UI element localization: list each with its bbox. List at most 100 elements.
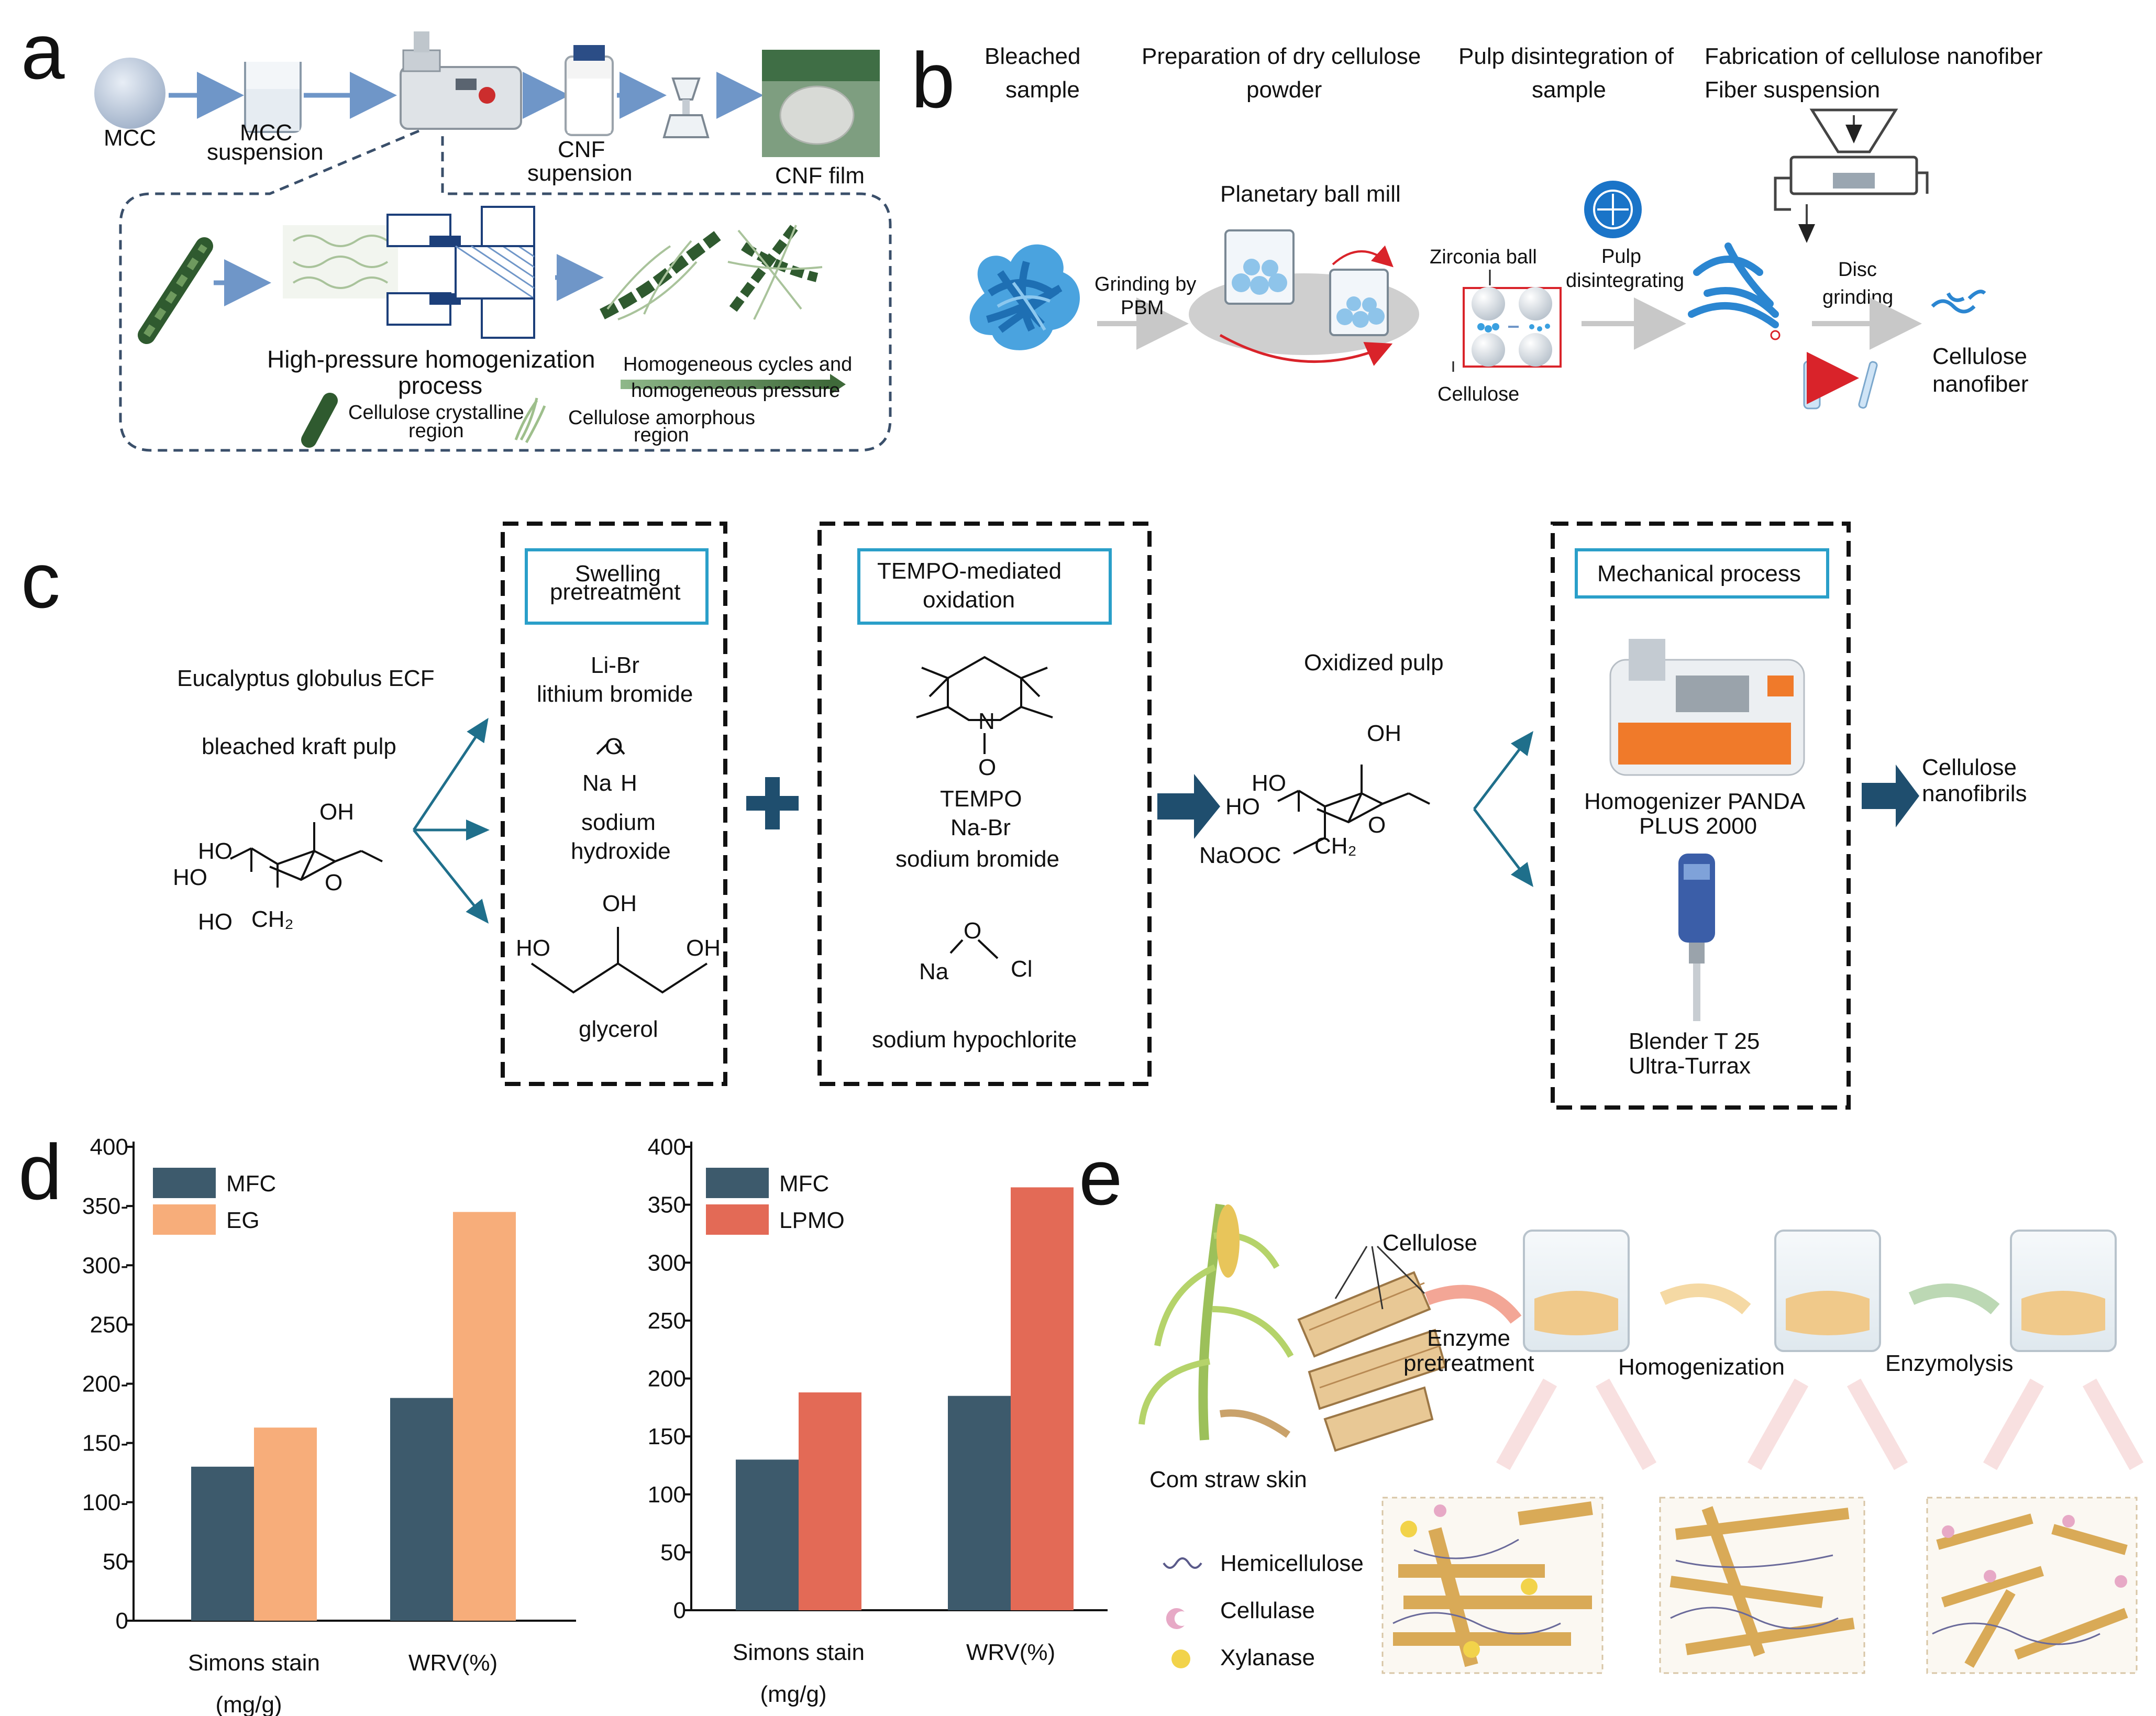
chem-ho: HO — [173, 865, 207, 890]
mechanical-dashed-box — [1551, 522, 1851, 1110]
y-tick-label: 150- — [82, 1431, 128, 1456]
source-label-2: bleached kraft pulp — [202, 734, 396, 759]
zirconia-ball-label: Zirconia ball — [1430, 246, 1537, 268]
amorphous-region-icon — [514, 397, 546, 444]
xylanase-icon — [1171, 1649, 1190, 1668]
chem-o: O — [964, 918, 981, 944]
tempo-label: TEMPO — [940, 786, 1022, 812]
chem-na: Na — [919, 959, 949, 984]
homogenizer-label-1: Homogenizer PANDA — [1584, 789, 1806, 814]
blender-label-1: Blender T 25 — [1629, 1028, 1760, 1054]
chem-o: O — [978, 755, 996, 780]
cellulose-fiber-icon — [138, 237, 213, 344]
hypochlorite-label: sodium hypochlorite — [872, 1027, 1077, 1053]
y-tick-label: 350 — [648, 1192, 686, 1218]
chem-oh: OH — [319, 799, 354, 825]
legend-cellulase: Cellulase — [1220, 1598, 1315, 1623]
homogenizer-panda-photo — [1609, 639, 1805, 776]
plus-icon — [746, 777, 799, 829]
y-tick-label: 250 — [90, 1312, 128, 1337]
b-heading-4-line-2: Fiber suspension — [1705, 77, 1880, 103]
tempo-title-box — [857, 548, 1112, 625]
chem-o: O — [1368, 812, 1386, 838]
legend-label: LPMO — [779, 1208, 845, 1233]
legend-hemicellulose: Hemicellulose — [1220, 1551, 1364, 1576]
x-category-label: WRV(%) — [408, 1650, 497, 1676]
glucose-unit-structure — [230, 822, 383, 888]
y-tick-label: 200 — [648, 1366, 686, 1392]
homogenization-valve-diagram — [283, 206, 535, 339]
mechanical-title: Mechanical process — [1597, 561, 1801, 586]
planetary-ball-mill-diagram — [1189, 229, 1419, 366]
y-tick-label: 100- — [82, 1490, 128, 1515]
nabr-2: sodium bromide — [895, 846, 1059, 872]
mechanical-title-box — [1575, 548, 1829, 599]
pulp-disintegrator-icon — [1584, 181, 1642, 238]
chem-ho: HO — [1252, 770, 1286, 796]
panel-b-label: b — [911, 36, 955, 124]
disintegrated-fibers-icon — [1688, 242, 1781, 340]
y-tick-label: 300- — [82, 1253, 128, 1278]
cnf-bottle-icon — [565, 45, 614, 136]
libr-1: Li-Br — [591, 652, 639, 678]
y-tick-label: 100 — [648, 1482, 686, 1508]
legend-xylanase: Xylanase — [1220, 1645, 1315, 1670]
amorphous-label-1: Cellulose amorphous — [568, 407, 755, 429]
legend-swatch — [153, 1168, 216, 1198]
grinding-label-2: PBM — [1121, 297, 1164, 319]
y-tick-label: 50 — [103, 1549, 128, 1575]
chem-na: Na — [582, 770, 612, 796]
crystalline-label-1: Cellulose crystalline — [348, 402, 524, 424]
fiber-detail-3 — [1926, 1497, 2138, 1674]
homog-cycles-label-2: homogeneous pressure — [631, 380, 840, 402]
pulp-label-2: disintegrating — [1566, 270, 1684, 292]
mcc-suspension-label-2: suspension — [207, 139, 324, 165]
glycerol-structure — [530, 927, 708, 994]
legend-swatch — [153, 1204, 216, 1235]
tempo-structure — [916, 656, 1053, 754]
mcc-powder-icon — [94, 58, 165, 129]
panel-c-label: c — [21, 536, 60, 624]
bar-mfc-wrv — [948, 1396, 1011, 1610]
y-tick-label: 0 — [116, 1608, 128, 1634]
x-category-label: Simons stain — [188, 1650, 320, 1676]
legend-e: Hemicellulose Cellulase Xylanase — [1163, 1551, 1364, 1670]
tempo-title-1: TEMPO-mediated — [877, 558, 1062, 584]
mcc-label: MCC — [104, 125, 156, 151]
panel-e: e Cellulose Enzyme pretreatment Homogeni… — [1079, 1133, 2144, 1674]
product-label-1: Cellulose — [1922, 755, 2017, 780]
blender-photo — [1678, 854, 1715, 1021]
corn-straw-label: Com straw skin — [1149, 1467, 1307, 1492]
panel-e-label: e — [1079, 1133, 1122, 1221]
crystalline-region-icon — [301, 393, 338, 448]
b-heading-2-line-2: powder — [1246, 77, 1322, 103]
process-arrow-big — [1862, 765, 1919, 827]
enzyme-label-1: Enzyme — [1427, 1325, 1510, 1351]
chem-ch2: CH₂ — [1314, 833, 1357, 859]
chem-o: O — [325, 870, 342, 895]
legend-swatch — [706, 1168, 769, 1198]
chem-cl: Cl — [1011, 956, 1033, 982]
cnf-label-2: nanofiber — [1932, 371, 2028, 397]
tempo-title-2: oxidation — [923, 587, 1015, 613]
libr-2: lithium bromide — [537, 681, 693, 707]
y-tick-label: 50 — [660, 1540, 686, 1565]
legend-label: MFC — [779, 1171, 829, 1197]
bar-mfc-simons-stain — [191, 1466, 254, 1621]
hp-process-label-1: High-pressure homogenization — [267, 346, 595, 373]
panel-b: b Bleached sample Preparation of dry cel… — [911, 36, 2043, 409]
cellulose-nanofiber-icon — [1931, 290, 1986, 314]
oxidized-glucose-structure — [1277, 765, 1430, 855]
fiber-detail-1 — [1381, 1497, 1604, 1674]
cnf-film-photo — [762, 50, 880, 157]
beaker-3 — [1983, 1230, 2144, 1470]
swelling-dashed-box — [501, 522, 727, 1086]
enzyme-label-2: pretreatment — [1403, 1350, 1534, 1376]
legend-swatch — [706, 1204, 769, 1235]
disc-label-1: Disc — [1838, 259, 1877, 281]
disc-grinder-icon — [1774, 108, 1929, 243]
chem-oh: OH — [602, 891, 637, 916]
y-tick-label: 300 — [648, 1250, 686, 1276]
